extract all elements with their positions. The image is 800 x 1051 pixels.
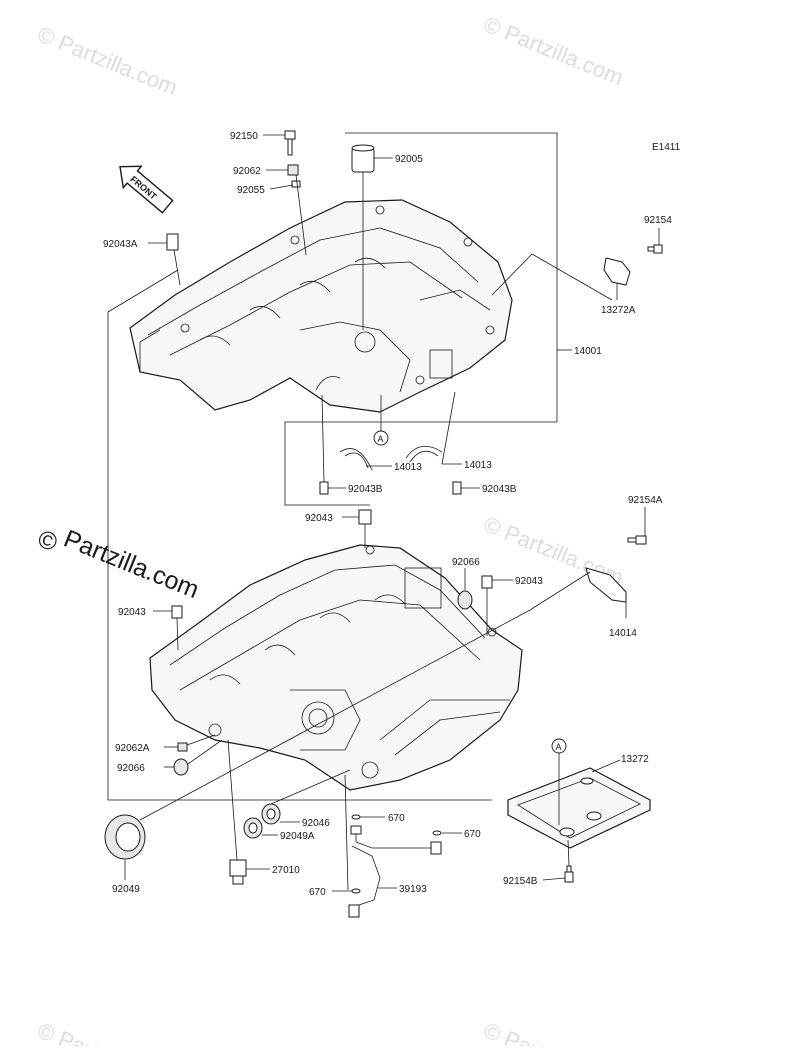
label-92055: 92055	[237, 185, 265, 196]
seal-92049A	[243, 817, 263, 839]
o-ring-670-bottom	[351, 888, 361, 894]
label-27010: 27010	[272, 865, 300, 876]
diagram-code: E1411	[652, 142, 681, 153]
oil-pressure-switch-27010	[229, 859, 247, 885]
label-670-top: 670	[388, 813, 405, 824]
bolt-92154B	[564, 865, 574, 883]
label-92005: 92005	[395, 154, 423, 165]
o-ring-670-top	[351, 814, 361, 820]
seal-92046	[261, 803, 281, 825]
label-92043-top: 92043	[305, 513, 333, 524]
label-92062: 92062	[233, 166, 261, 177]
label-92049A: 92049A	[280, 831, 315, 842]
label-14013-right: 14013	[464, 460, 492, 471]
label-92043-left: 92043	[118, 607, 146, 618]
callout-a-lower: A	[551, 738, 567, 754]
label-92066-upper: 92066	[452, 557, 480, 568]
label-670-bottom: 670	[309, 887, 326, 898]
label-14013-left: 14013	[394, 462, 422, 473]
dowel-92043B-left	[319, 481, 329, 495]
label-39193: 39193	[399, 884, 427, 895]
label-92043-right: 92043	[515, 576, 543, 587]
watermark-bottom-right: © Partzilla.com	[480, 1017, 627, 1046]
ring-92055	[291, 180, 301, 188]
dowel-92043B-right	[452, 481, 462, 495]
bearing-14013-left	[339, 448, 373, 471]
watermark-top-right: © Partzilla.com	[480, 11, 627, 90]
washer-92062A	[177, 742, 188, 752]
label-92062A: 92062A	[115, 743, 150, 754]
upper-crankcase	[129, 199, 513, 413]
assembly-outline-lines	[107, 132, 558, 801]
label-92066-lower: 92066	[117, 763, 145, 774]
bolt-92154A	[627, 535, 647, 545]
watermark-copyright-symbol: ©	[34, 525, 62, 558]
callout-a-lower-label: A	[556, 742, 562, 752]
washer-92062	[287, 164, 299, 176]
callout-a-upper: A	[373, 430, 389, 446]
watermark-top-left: © Partzilla.com	[34, 21, 181, 100]
label-92154B: 92154B	[503, 876, 538, 887]
lower-crankcase	[149, 544, 523, 791]
bushing-92066-upper	[457, 590, 473, 610]
plate-13272A	[603, 257, 631, 286]
label-92046: 92046	[302, 818, 330, 829]
part-labels: 92150 92062 92055 92005 92154 92043A 132…	[103, 131, 672, 898]
label-92049: 92049	[112, 884, 140, 895]
watermark-bottom-left: © Partzilla.com	[34, 1017, 181, 1046]
label-92043B-right: 92043B	[482, 484, 517, 495]
o-ring-670-right	[432, 830, 442, 836]
label-13272: 13272	[621, 754, 649, 765]
oil-pan-13272	[507, 767, 651, 849]
callout-a-upper-label: A	[378, 434, 384, 444]
bushing-92066-lower	[173, 758, 189, 776]
label-92154: 92154	[644, 215, 672, 226]
label-13272A: 13272A	[601, 305, 636, 316]
dowel-92043A	[166, 233, 179, 251]
oil-pipe-39193	[348, 825, 442, 918]
bolt-92150	[284, 130, 296, 156]
label-670-right: 670	[464, 829, 481, 840]
leader-lines	[124, 134, 660, 892]
label-14014: 14014	[609, 628, 637, 639]
label-14001: 14001	[574, 346, 602, 357]
watermark-partzilla-large: Partzilla.com	[60, 525, 203, 605]
bolt-92154	[647, 244, 663, 254]
label-92154A: 92154A	[628, 495, 663, 506]
dowel-92043-top	[358, 509, 372, 525]
label-92150: 92150	[230, 131, 258, 142]
label-92043B-left: 92043B	[348, 484, 383, 495]
dowel-92043-left	[171, 605, 183, 619]
dowel-92005	[351, 144, 375, 173]
bearing-14013-right	[405, 445, 443, 459]
front-arrow-icon: FRONT	[119, 165, 174, 214]
dowel-92043-right	[481, 575, 493, 589]
label-92043A: 92043A	[103, 239, 138, 250]
oil-seal-92049	[104, 814, 146, 860]
